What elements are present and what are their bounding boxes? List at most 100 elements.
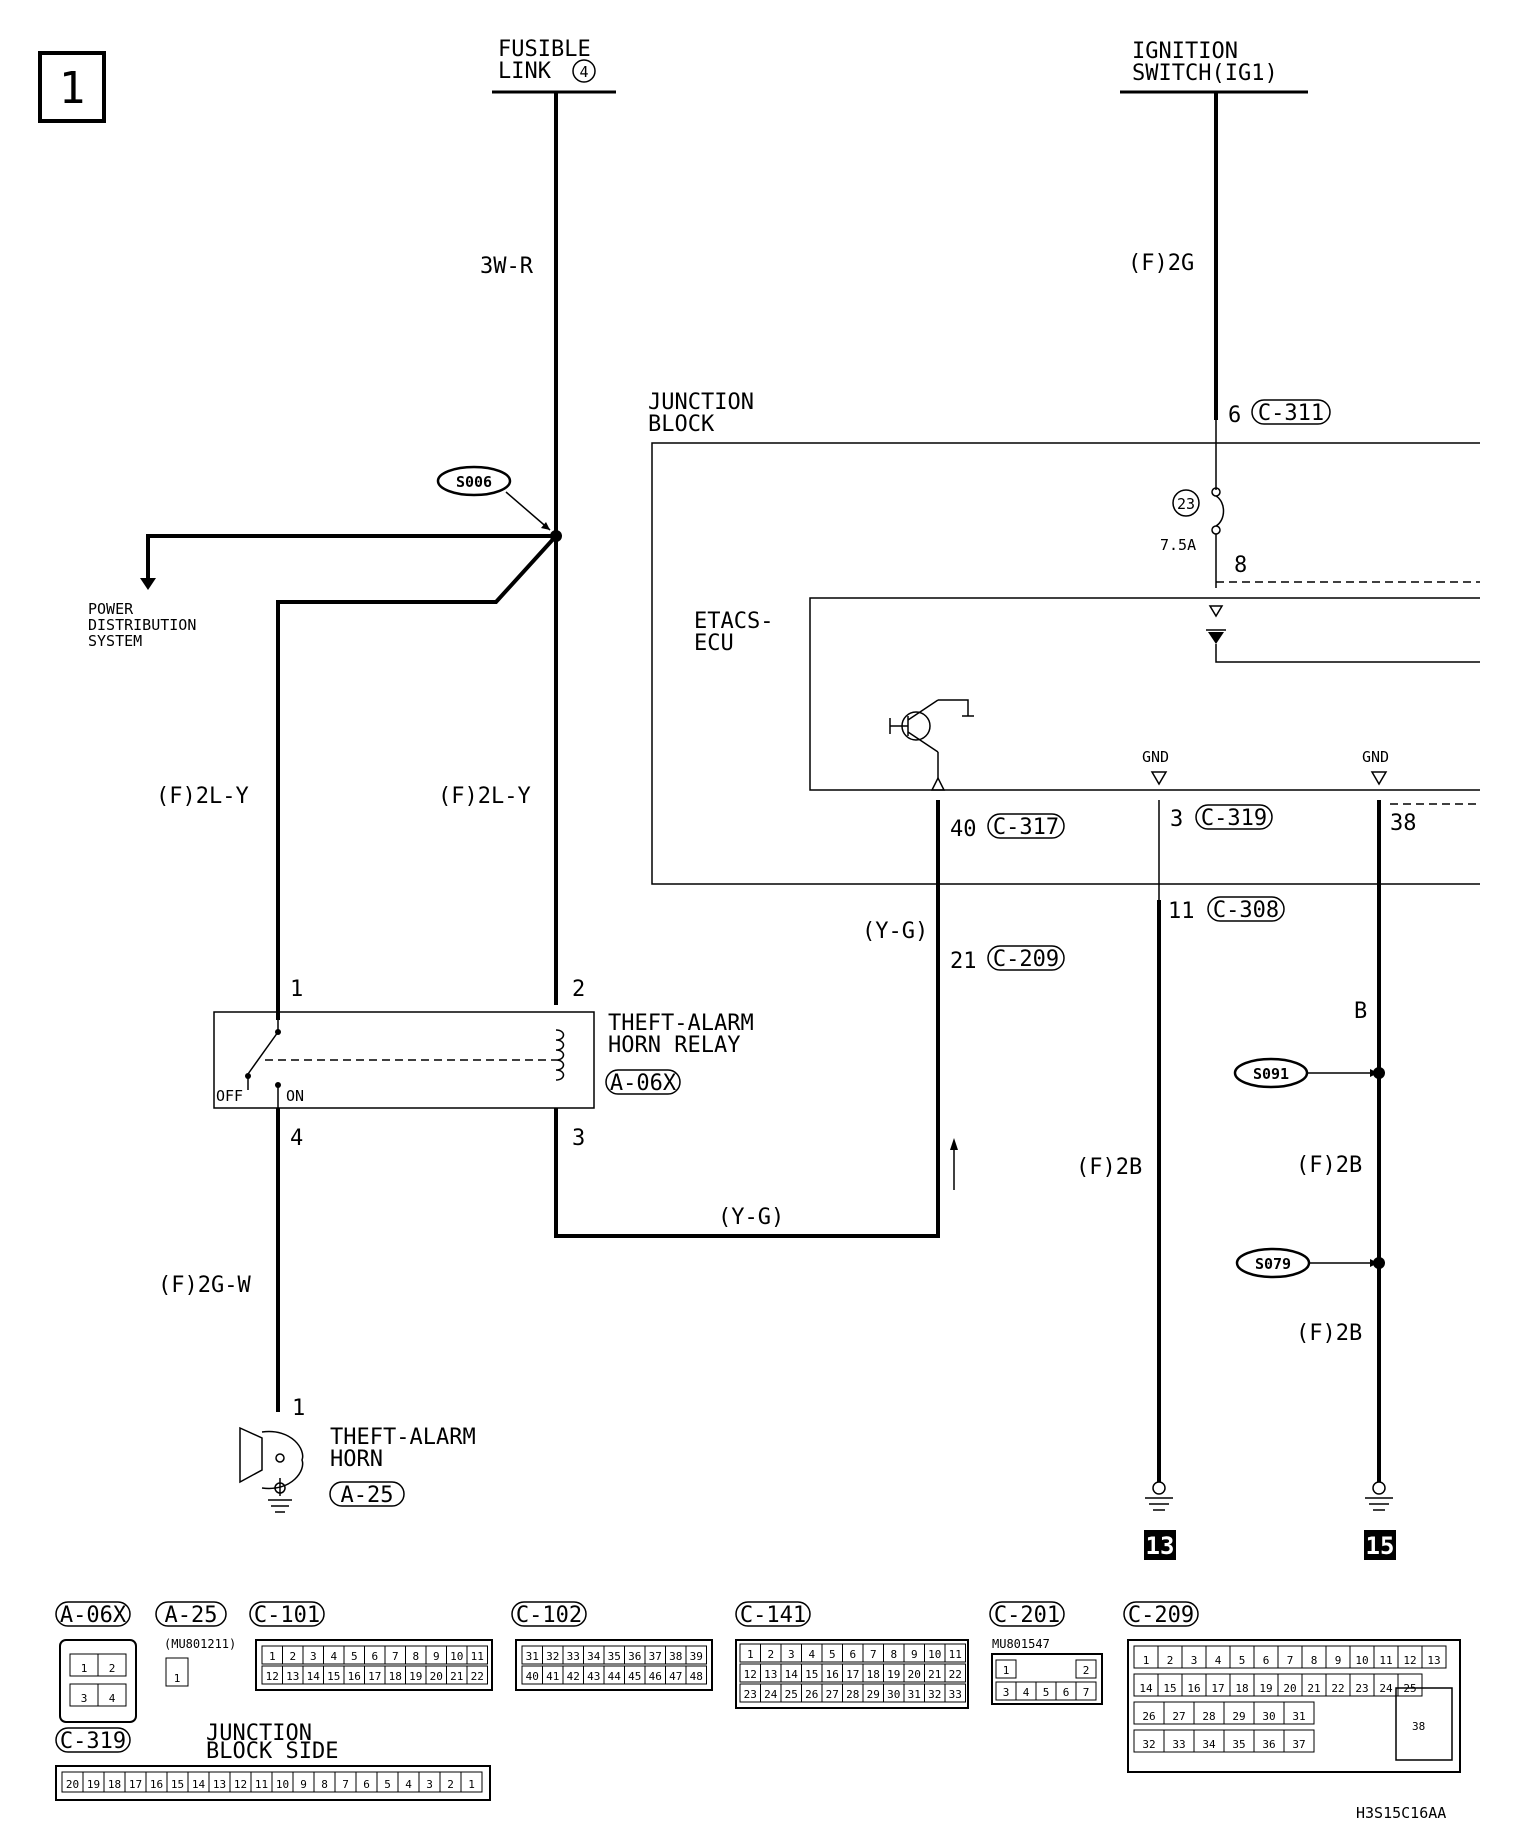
- legend-c209-big-pin: 38: [1412, 1720, 1425, 1733]
- legend-a06x-label: A-06X: [60, 1603, 127, 1628]
- legend-c102-r1-pin: 33: [567, 1650, 580, 1663]
- pin-6: 6: [1228, 403, 1241, 428]
- legend-c101-r1-pin: 3: [310, 1650, 317, 1663]
- legend-c319-side2: BLOCK SIDE: [206, 1739, 338, 1764]
- legend-c102-r2-pin: 41: [546, 1670, 559, 1683]
- legend-c102-label-oval: [511, 1601, 587, 1627]
- legend-a25-label: A-25: [165, 1603, 218, 1628]
- legend-c141-r1-pin: 6: [849, 1648, 856, 1661]
- power-distribution-line2: DISTRIBUTION: [88, 616, 196, 634]
- splice-s079-label: S079: [1255, 1255, 1291, 1273]
- legend-a25-part: (MU801211): [164, 1637, 236, 1651]
- legend-c102-r2-pin: 48: [690, 1670, 703, 1683]
- legend-c141-r3-cell: [944, 1683, 966, 1703]
- legend-c141-r1-pin: 2: [767, 1648, 774, 1661]
- power-distribution-line1: POWER: [88, 600, 134, 618]
- legend-c102-r2-pin: 40: [526, 1670, 539, 1683]
- legend-c209-r4-pin: 34: [1202, 1738, 1216, 1751]
- legend-c209-r2-pin: 17: [1211, 1682, 1224, 1695]
- connector-c308: C-308: [1213, 898, 1279, 923]
- legend-c319-r1-pin: 20: [66, 1778, 79, 1791]
- legend-c319-r1-pin: 6: [363, 1778, 370, 1791]
- legend-c141-r2-pin: 17: [846, 1668, 859, 1681]
- legend-c141-body: [735, 1639, 969, 1709]
- fusible-link-line1: FUSIBLE: [498, 37, 591, 62]
- fusible-link-source: FUSIBLE LINK 4: [492, 37, 616, 94]
- legend-c319-r1-pin: 19: [87, 1778, 100, 1791]
- legend-c102-r1-pin: 37: [649, 1650, 662, 1663]
- legend-c201-r2-pin: 5: [1043, 1686, 1050, 1699]
- legend-c141-label: C-141: [740, 1603, 806, 1628]
- legend-a06x-r2-pin: 4: [109, 1692, 116, 1705]
- legend-c209-r4-pin: 32: [1142, 1738, 1155, 1751]
- legend-c319-r1-pin: 12: [234, 1778, 247, 1791]
- legend-c209-r2-pin: 20: [1283, 1682, 1296, 1695]
- legend-c209-r1-pin: 5: [1239, 1654, 1246, 1667]
- horn-name-line1: THEFT-ALARM: [330, 1425, 476, 1450]
- legend-a06x-r2-cell: [97, 1683, 127, 1707]
- legend-c201-r2-pin: 4: [1023, 1686, 1030, 1699]
- legend-c141-r1-pin: 4: [808, 1648, 815, 1661]
- legend-c209-r3-pin: 30: [1262, 1710, 1275, 1723]
- pin-38: 38: [1390, 811, 1417, 836]
- legend-c319-r1-pin: 16: [150, 1778, 163, 1791]
- legend-a06x-r1-pin: 2: [109, 1662, 116, 1675]
- legend-c319-side1: JUNCTION: [206, 1721, 312, 1746]
- legend-c102-r1-pin: 32: [546, 1650, 559, 1663]
- legend-c209-r2-pin: 18: [1235, 1682, 1248, 1695]
- legend-a25-r1-cell: [165, 1657, 189, 1687]
- legend-c209-r4-cell: [1283, 1729, 1315, 1753]
- figure-code: H3S15C16AA: [1356, 1804, 1446, 1822]
- legend-c101-r2-pin: 14: [307, 1670, 321, 1683]
- relay-name-line2: HORN RELAY: [608, 1033, 740, 1058]
- legend-c209-r2-pin: 16: [1187, 1682, 1200, 1695]
- legend-c141-r3-pin: 31: [908, 1688, 921, 1701]
- legend-c101-r2-pin: 18: [389, 1670, 402, 1683]
- legend-c101-r1-pin: 6: [371, 1650, 378, 1663]
- legend-c209-r3-cell: [1283, 1701, 1315, 1725]
- horn-pin-1: 1: [292, 1396, 305, 1421]
- legend-c209-r1-pin: 10: [1355, 1654, 1368, 1667]
- legend-a25-label-oval: [155, 1601, 227, 1627]
- legend-c141-r2-pin: 14: [785, 1668, 799, 1681]
- legend-c209-r1-cell: [1421, 1645, 1447, 1669]
- legend-c101-r1-pin: 4: [330, 1650, 337, 1663]
- wire-3wr: 3W-R: [480, 254, 534, 279]
- legend-c201-part: MU801547: [992, 1637, 1050, 1651]
- legend-c101-r2-pin: 22: [471, 1670, 484, 1683]
- connector-c311: C-311: [1258, 401, 1324, 426]
- wire-2b-right2: (F)2B: [1296, 1321, 1362, 1346]
- relay-pin-2: 2: [572, 977, 585, 1002]
- legend-a06x-r1-pin: 1: [81, 1662, 88, 1675]
- legend-c102-r1-cell: [685, 1645, 707, 1665]
- wire-2gw: (F)2G-W: [158, 1273, 251, 1298]
- legend-c141-r2-pin: 15: [805, 1668, 818, 1681]
- ignition-switch-source: IGNITION SWITCH(IG1): [1120, 39, 1308, 94]
- legend-c209-r1-pin: 2: [1167, 1654, 1174, 1667]
- legend-c319-r1-pin: 17: [129, 1778, 142, 1791]
- power-distribution-line3: SYSTEM: [88, 632, 142, 650]
- legend-c319-r1-pin: 11: [255, 1778, 268, 1791]
- legend-c209-body: [1127, 1639, 1461, 1773]
- legend-c141-r3-pin: 26: [805, 1688, 818, 1701]
- legend-c141-r3-pin: 28: [846, 1688, 859, 1701]
- legend-c102-r1-pin: 39: [690, 1650, 703, 1663]
- relay-connector-label: A-06X: [610, 1071, 677, 1096]
- legend-c209-r1-pin: 6: [1263, 1654, 1270, 1667]
- legend-c209-r4-pin: 33: [1172, 1738, 1185, 1751]
- legend-c102-label: C-102: [516, 1603, 582, 1628]
- legend-c101-r2-pin: 13: [286, 1670, 299, 1683]
- legend-c201-label: C-201: [994, 1603, 1060, 1628]
- legend-c101-r2-pin: 16: [348, 1670, 361, 1683]
- legend-c101-label-oval: [249, 1601, 325, 1627]
- legend-c101-r2-pin: 21: [450, 1670, 463, 1683]
- fusible-link-line2: LINK: [498, 59, 552, 84]
- connector-c317: C-317: [993, 815, 1059, 840]
- pin-3: 3: [1170, 807, 1183, 832]
- legend-c101-r1-pin: 10: [450, 1650, 463, 1663]
- etacs-line1: ETACS-: [694, 609, 773, 634]
- legend-c102-r2-pin: 44: [608, 1670, 622, 1683]
- legend-c101-r1-pin: 7: [392, 1650, 399, 1663]
